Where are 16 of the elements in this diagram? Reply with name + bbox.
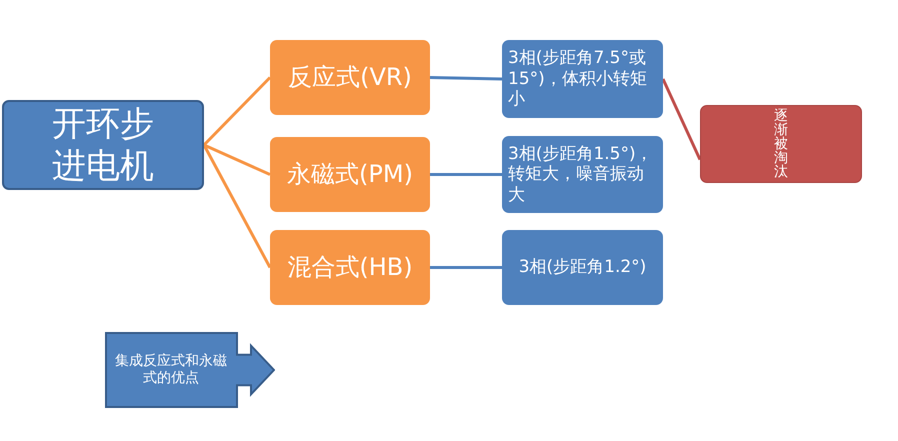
note-box: 逐渐被淘汰	[700, 105, 862, 183]
connector-line	[430, 173, 502, 176]
connector-line	[430, 76, 502, 80]
connector-line	[662, 78, 702, 160]
category-box: 混合式(HB)	[270, 230, 430, 305]
connector-line	[203, 144, 271, 176]
connector-line	[202, 144, 272, 268]
detail-box: 3相(步距角1.2°)	[502, 230, 663, 305]
arrow-callout: 集成反应式和永磁式的优点	[105, 332, 275, 408]
category-box: 永磁式(PM)	[270, 137, 430, 212]
detail-box: 3相(步距角1.5°)，转矩大，噪音振动大	[502, 136, 663, 213]
connector-line	[202, 76, 272, 146]
category-box: 反应式(VR)	[270, 40, 430, 115]
root-box: 开环步进电机	[2, 100, 204, 190]
connector-line	[430, 266, 502, 269]
detail-box: 3相(步距角7.5°或15°)，体积小转矩小	[502, 40, 663, 118]
